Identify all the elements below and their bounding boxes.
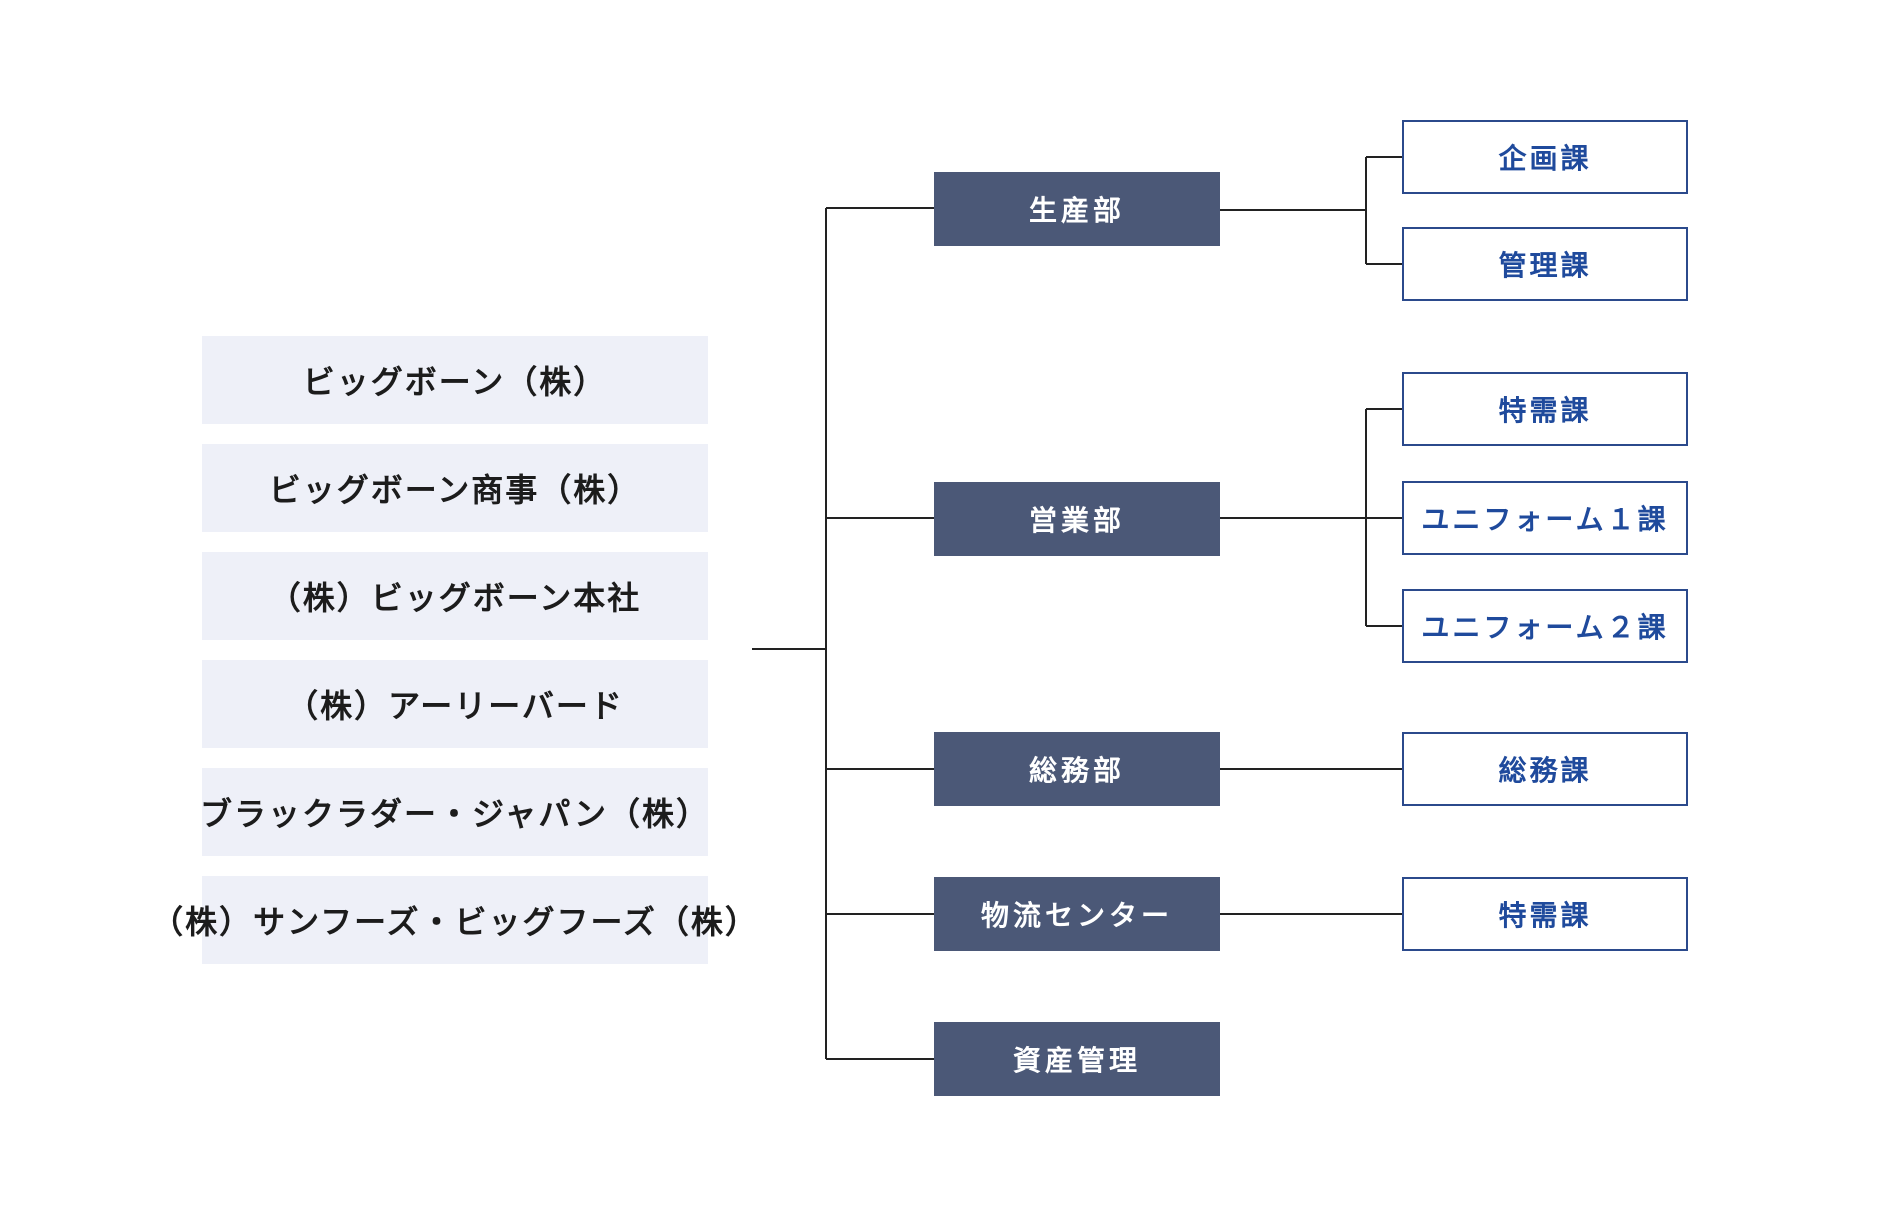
section-box-special-demand-logistics: 特需課 bbox=[1402, 877, 1688, 951]
dept-box-production: 生産部 bbox=[934, 172, 1220, 246]
section-box-management: 管理課 bbox=[1402, 227, 1688, 301]
section-box-planning: 企画課 bbox=[1402, 120, 1688, 194]
dept-box-general-affairs: 総務部 bbox=[934, 732, 1220, 806]
dept-box-logistics-center: 物流センター bbox=[934, 877, 1220, 951]
company-box-bigbone-honsha: （株）ビッグボーン本社 bbox=[202, 552, 708, 640]
company-box-bigbone: ビッグボーン（株） bbox=[202, 336, 708, 424]
dept-box-sales: 営業部 bbox=[934, 482, 1220, 556]
dept-box-asset-management: 資産管理 bbox=[934, 1022, 1220, 1096]
section-box-special-demand: 特需課 bbox=[1402, 372, 1688, 446]
section-box-uniform-1: ユニフォーム１課 bbox=[1402, 481, 1688, 555]
company-box-black-ladder-japan: ブラックラダー・ジャパン（株） bbox=[200, 768, 708, 856]
section-box-general-affairs: 総務課 bbox=[1402, 732, 1688, 806]
company-box-sunfoods-bigfoods: （株）サンフーズ・ビッグフーズ（株） bbox=[151, 876, 757, 964]
company-box-early-bird: （株）アーリーバード bbox=[202, 660, 708, 748]
company-box-bigbone-shoji: ビッグボーン商事（株） bbox=[202, 444, 708, 532]
section-box-uniform-2: ユニフォーム２課 bbox=[1402, 589, 1688, 663]
